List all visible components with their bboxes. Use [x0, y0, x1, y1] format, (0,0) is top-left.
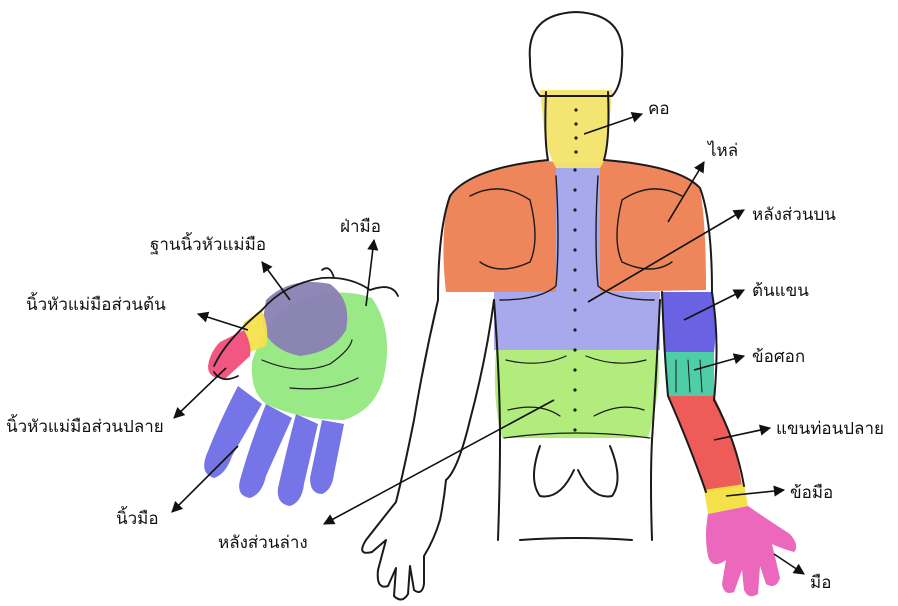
distal-thumb-region: [208, 330, 250, 378]
label-thumb-base: ฐานนิ้วหัวแม่มือ: [150, 232, 266, 255]
label-distal-thumb: นิ้วหัวแม่มือส่วนปลาย: [6, 414, 164, 437]
forearm-region: [668, 396, 742, 492]
label-hand: มือ: [810, 573, 831, 593]
label-neck: คอ: [648, 99, 670, 119]
label-upper-back: หลังส่วนบน: [752, 205, 836, 225]
label-elbow: ข้อศอก: [752, 347, 805, 367]
label-fingers: นิ้วมือ: [116, 506, 159, 529]
lower-back-region: [495, 350, 659, 438]
hand-figure: [204, 268, 398, 506]
label-wrist: ข้อมือ: [790, 483, 833, 503]
label-palm: ฝ่ามือ: [340, 217, 381, 237]
label-forearm: แขนท่อนปลาย: [776, 419, 884, 439]
hand-region: [706, 506, 796, 596]
label-proximal-thumb: นิ้วหัวแม่มือส่วนต้น: [26, 292, 166, 315]
upper-arm-region: [662, 292, 716, 352]
neck-region: [540, 90, 612, 168]
label-shoulder: ไหล่: [706, 140, 738, 161]
back-figure: [362, 12, 796, 600]
label-upper-arm: ต้นแขน: [752, 281, 809, 301]
label-lower-back: หลังส่วนล่าง: [218, 533, 308, 553]
